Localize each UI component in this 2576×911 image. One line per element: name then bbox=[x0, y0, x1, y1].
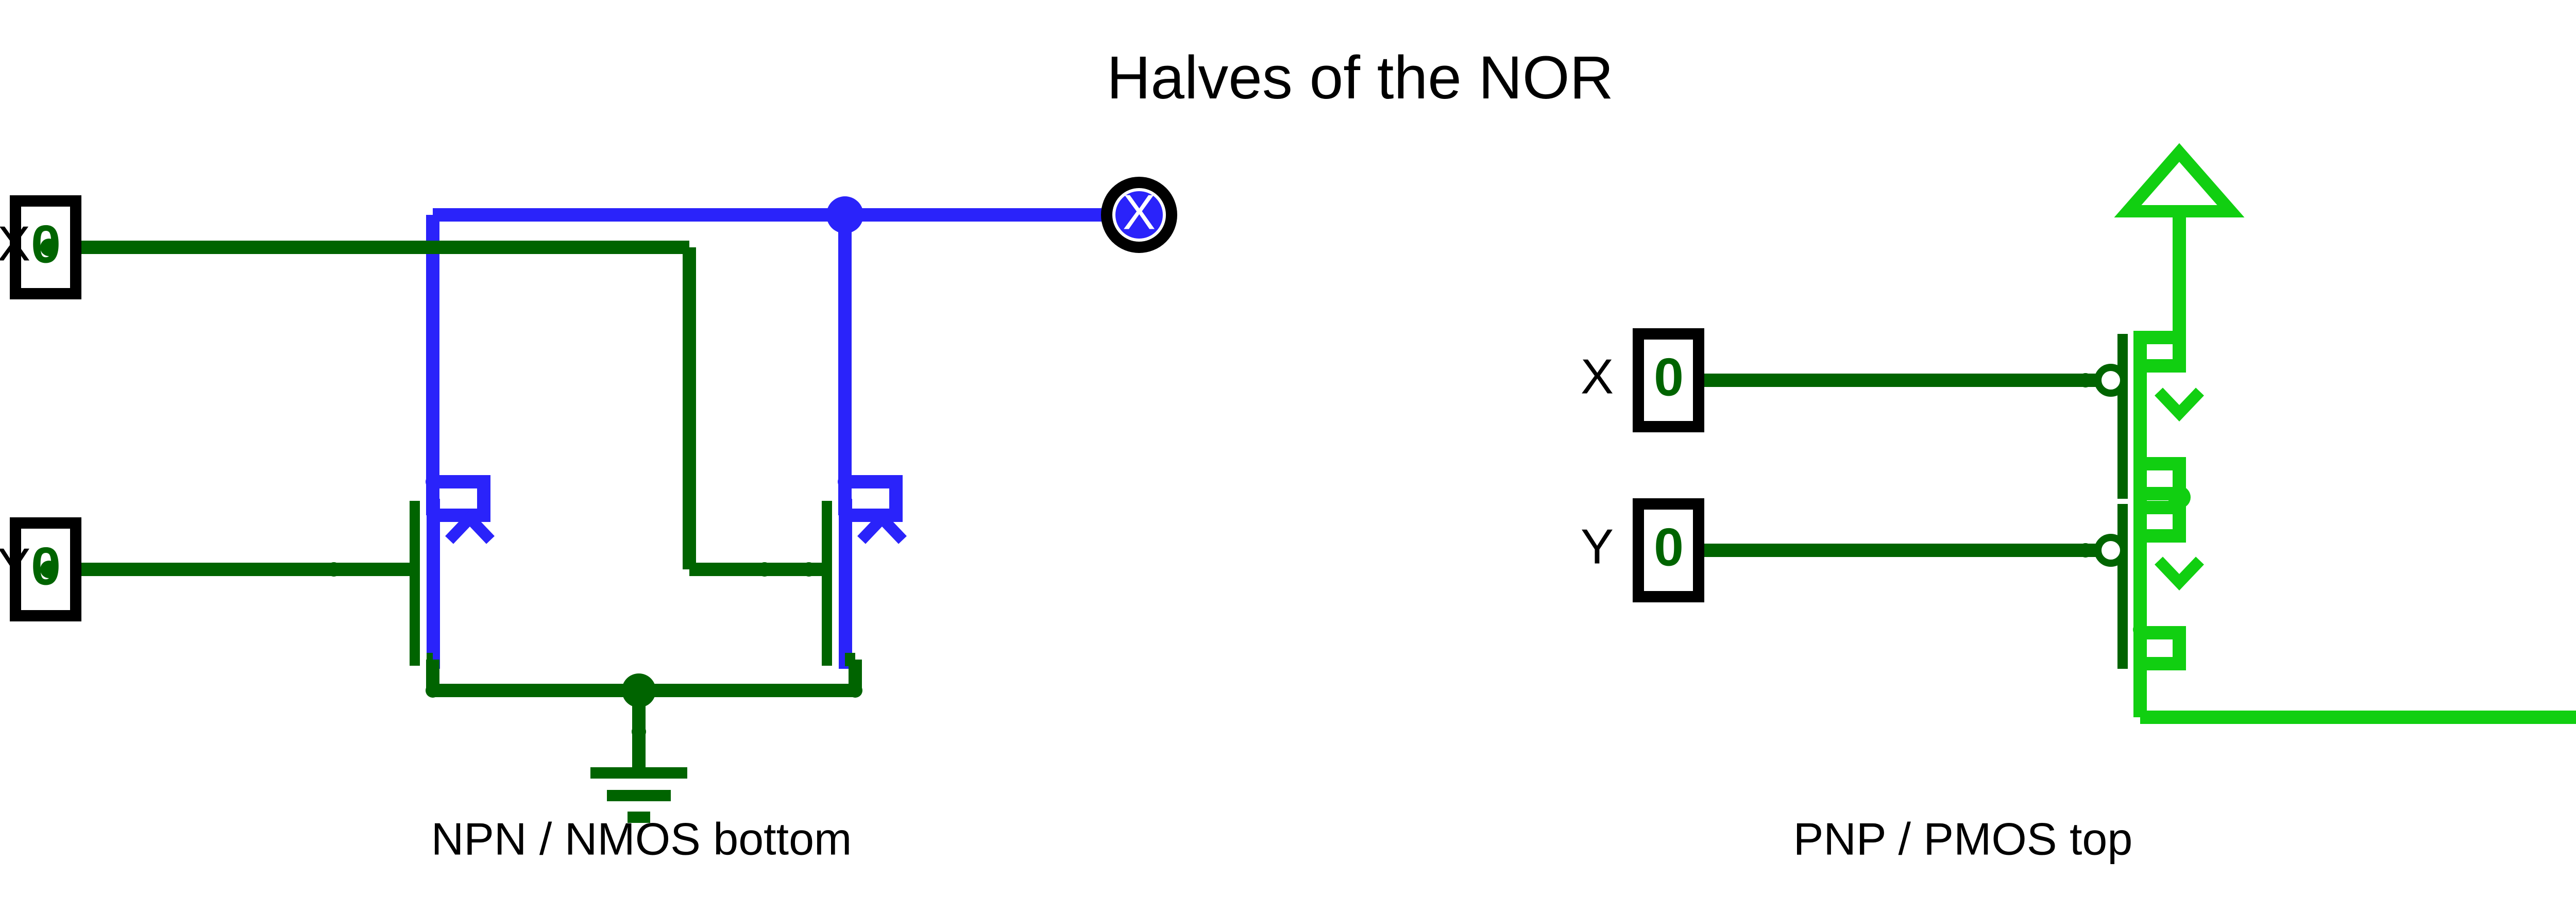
pmos-gate-net bbox=[1672, 374, 2098, 557]
caption-nmos: NPN / NMOS bottom bbox=[431, 813, 852, 864]
input-label-x-right: X bbox=[1581, 349, 1614, 404]
pmos-x-channel bbox=[2133, 331, 2147, 501]
nmos-output-net bbox=[426, 208, 1103, 522]
input-switch-y-right-box[interactable] bbox=[1633, 498, 1704, 602]
pmos-y-gate-plate bbox=[2117, 504, 2128, 669]
pmos-x-down-chevron-icon bbox=[2155, 387, 2204, 421]
nmos-output-junction-dot bbox=[826, 196, 863, 233]
input-label-x-left: X bbox=[0, 216, 30, 271]
pmos-y-down-chevron-icon bbox=[2155, 556, 2204, 591]
pmos-y-gate-dot bbox=[2078, 543, 2093, 558]
input-y-terminal-dot bbox=[40, 561, 58, 578]
pmos-output-drop-dot bbox=[2133, 622, 2147, 637]
nmos-transistor-x[interactable] bbox=[410, 475, 495, 669]
input-x-terminal-dot bbox=[40, 239, 58, 256]
output-node-nmos-label: X bbox=[1123, 184, 1156, 240]
input-switch-x-right-value: 0 bbox=[1654, 347, 1684, 407]
pmos-series-junction-dot bbox=[2168, 486, 2191, 509]
input-switch-x-right-box[interactable] bbox=[1633, 328, 1704, 432]
nmos-left-source-corner-dot bbox=[426, 683, 440, 698]
nmos-y-gate-plate bbox=[822, 501, 832, 666]
page-title: Halves of the NOR bbox=[1107, 44, 1614, 112]
pmos-y-inversion-bubble-icon bbox=[2094, 534, 2127, 567]
nmos-y-wire-dot bbox=[327, 562, 341, 577]
pmos-x-inversion-bubble-icon bbox=[2094, 364, 2127, 397]
pmos-y-channel bbox=[2133, 501, 2147, 671]
vdd-stem-dot bbox=[2172, 207, 2187, 221]
input-switch-x-right[interactable]: 0 bbox=[1633, 328, 1704, 432]
pmos-x-gate-dot bbox=[2078, 373, 2093, 387]
input-switch-y-right[interactable]: 0 bbox=[1633, 498, 1704, 602]
pmos-x-gate-plate bbox=[2117, 334, 2128, 499]
nmos-y-up-chevron-icon bbox=[857, 510, 907, 544]
nmos-x-gate-plate bbox=[410, 501, 420, 666]
output-node-nmos[interactable]: X bbox=[1101, 177, 1177, 253]
nmos-panel: 0 X 0 Y X NPN / NMOS bottom bbox=[0, 177, 1177, 864]
nmos-x-up-chevron-icon bbox=[445, 510, 495, 544]
nmos-y-channel bbox=[839, 499, 852, 669]
vdd-triangle-symbol bbox=[2114, 143, 2245, 345]
input-switch-y-right-value: 0 bbox=[1654, 517, 1684, 577]
nmos-x-channel bbox=[427, 499, 440, 669]
pmos-panel: 0 X 0 Y 1 PNP / PMOS top bbox=[1581, 143, 2576, 864]
nmos-ground-stem-dot bbox=[632, 724, 646, 739]
input-label-y-right: Y bbox=[1581, 519, 1614, 574]
nmos-x-gate-dot bbox=[757, 562, 772, 577]
nmos-transistor-y[interactable] bbox=[822, 475, 907, 669]
output-node-nmos-fill bbox=[1115, 191, 1163, 239]
ground-symbol bbox=[590, 767, 687, 823]
input-label-y-left: Y bbox=[0, 538, 30, 593]
nmos-ground-junction-dot bbox=[622, 673, 656, 707]
nmos-right-source-corner-dot bbox=[848, 683, 862, 698]
nmos-y-gate-dot bbox=[802, 562, 816, 577]
caption-pmos: PNP / PMOS top bbox=[1793, 813, 2133, 864]
